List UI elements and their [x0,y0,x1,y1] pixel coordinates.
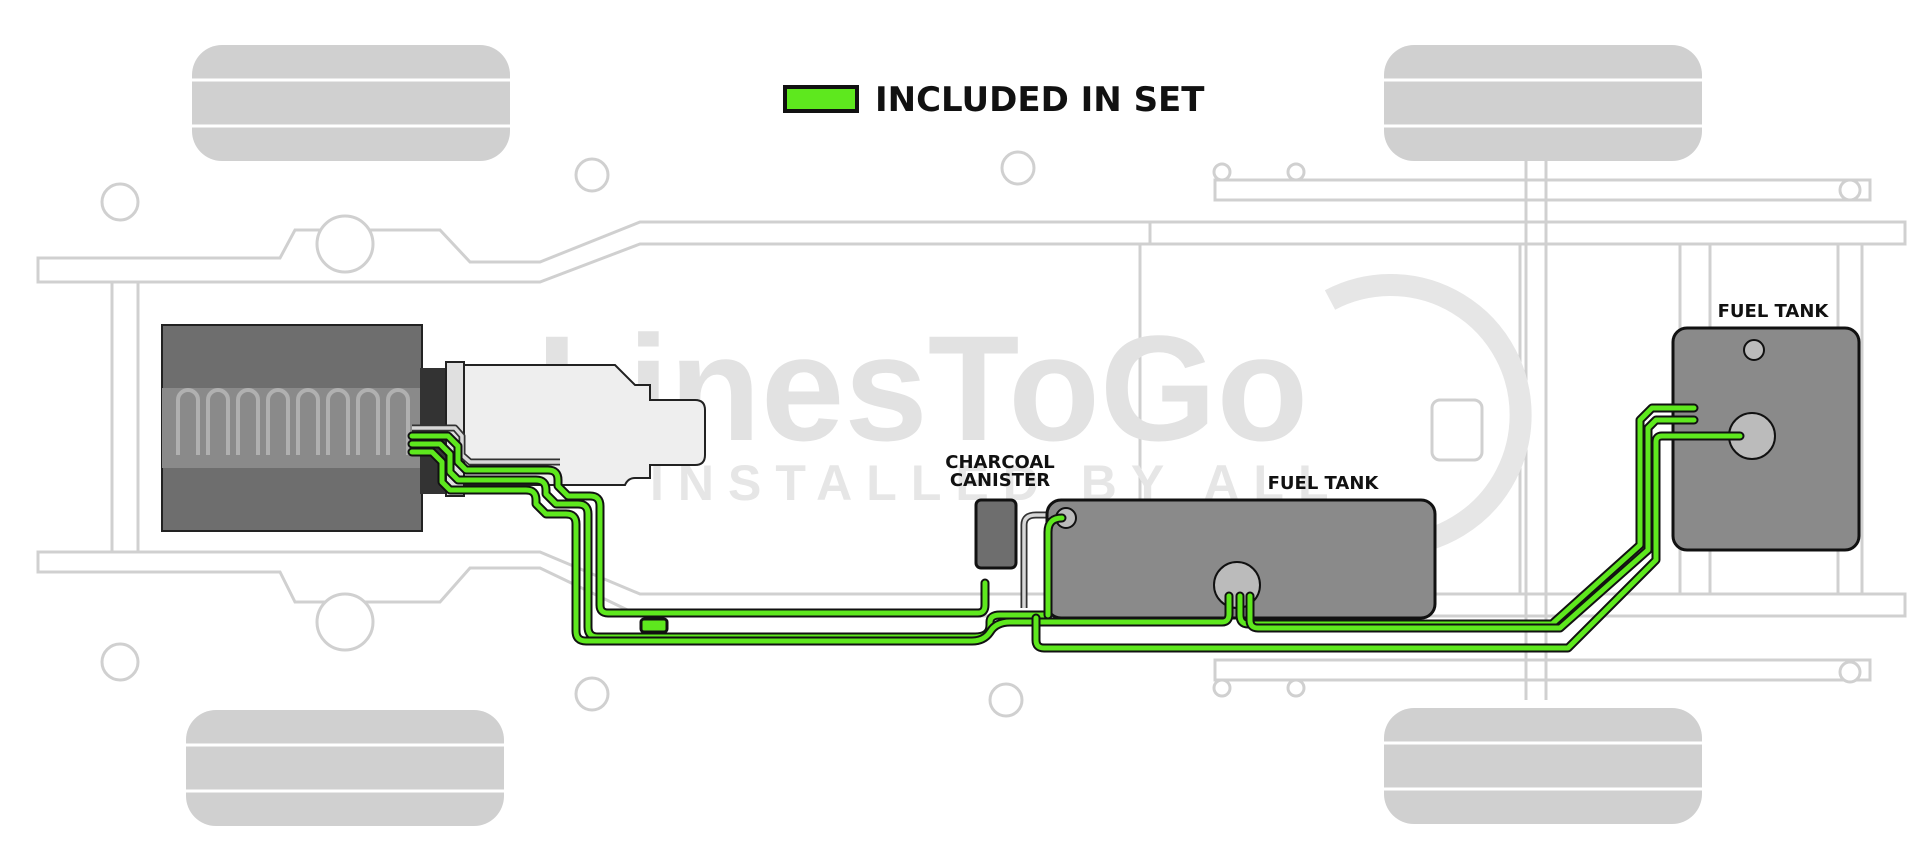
charcoal-canister [974,498,1018,570]
chassis-frame [36,150,1907,718]
legend-swatch [783,85,859,113]
charcoal-canister-label-1: CHARCOAL [945,452,1055,473]
inline-filter [639,617,669,634]
engine [161,324,448,532]
charcoal-canister-label-2: CANISTER [950,470,1050,491]
tire-rear-right [1384,708,1702,824]
legend: INCLUDED IN SET [783,80,1205,120]
fuel-tank-aux [1671,326,1861,552]
fuel-tank-main-label: FUEL TANK [1268,473,1380,494]
tire-front-left [192,45,510,161]
fuel-lines-included [407,403,1745,653]
tire-front-right [186,710,504,826]
fuel-tank-aux-label: FUEL TANK [1718,301,1830,322]
legend-label: INCLUDED IN SET [875,80,1205,120]
tire-rear-left [1384,45,1702,161]
